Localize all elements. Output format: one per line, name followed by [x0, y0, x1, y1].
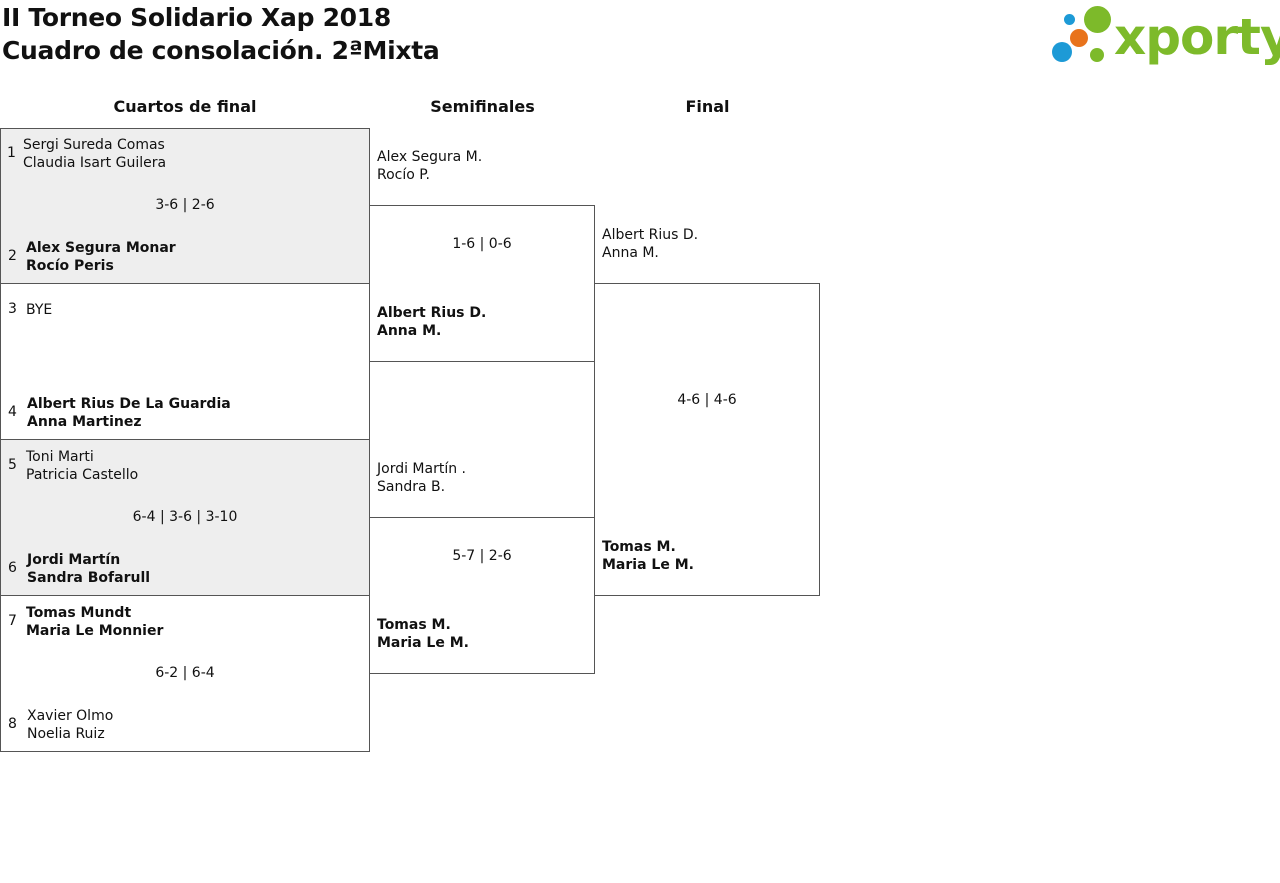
- logo-dot-green: [1084, 6, 1111, 33]
- seed-number: 8: [8, 716, 17, 732]
- seed-number: 1: [7, 145, 16, 161]
- logo-dot-blue-small: [1064, 14, 1075, 25]
- player-name: Tomas M.: [602, 539, 676, 555]
- player-name: Maria Le Monnier: [26, 623, 164, 639]
- player-name: Noelia Ruiz: [27, 726, 105, 742]
- logo-wordmark: xporty: [1114, 8, 1280, 66]
- player-name: Maria Le M.: [602, 557, 694, 573]
- seed-number: 7: [8, 613, 17, 629]
- team-entry: Sergi Sureda Comas Claudia Isart Guilera: [23, 136, 166, 172]
- match-score: 6-2 | 6-4: [155, 665, 215, 681]
- player-name: Rocío Peris: [26, 258, 114, 274]
- match-score: 4-6 | 4-6: [677, 392, 737, 408]
- seed-number: 2: [8, 248, 17, 264]
- player-name: Rocío P.: [377, 167, 430, 183]
- match-score: 1-6 | 0-6: [452, 236, 512, 252]
- draw-subtitle: Cuadro de consolación. 2ªMixta: [2, 36, 440, 65]
- player-name: Albert Rius D.: [602, 227, 699, 243]
- team-entry: BYE: [26, 301, 52, 319]
- player-name: Tomas M.: [377, 617, 451, 633]
- round-header-final: Final: [685, 97, 730, 116]
- match-score: 3-6 | 2-6: [155, 197, 215, 213]
- player-name: Alex Segura Monar: [26, 240, 176, 256]
- player-name: Maria Le M.: [377, 635, 469, 651]
- logo-dot-orange: [1070, 29, 1088, 47]
- team-entry: Albert Rius D. Anna M.: [602, 226, 698, 262]
- match-box-final: [594, 283, 820, 596]
- player-name: Anna Martinez: [27, 414, 142, 430]
- player-name: Alex Segura M.: [377, 149, 483, 165]
- player-name: Sandra B.: [377, 479, 446, 495]
- team-entry-winner: Tomas M. Maria Le M.: [602, 538, 694, 574]
- team-entry: Xavier Olmo Noelia Ruiz: [27, 707, 113, 743]
- logo-dot-blue-large: [1052, 42, 1072, 62]
- player-name: Anna M.: [377, 323, 442, 339]
- player-name: Albert Rius De La Guardia: [27, 396, 231, 412]
- match-box-qf3: [0, 439, 370, 596]
- match-box-qf1: [0, 128, 370, 284]
- round-header-semifinals: Semifinales: [430, 97, 535, 116]
- team-entry-winner: Tomas M. Maria Le M.: [377, 616, 469, 652]
- tournament-title: II Torneo Solidario Xap 2018: [2, 3, 391, 32]
- logo-dot-green-small: [1090, 48, 1104, 62]
- player-name: Claudia Isart Guilera: [23, 155, 167, 171]
- seed-number: 4: [8, 404, 17, 420]
- match-score: 6-4 | 3-6 | 3-10: [132, 509, 238, 525]
- player-name: BYE: [26, 302, 53, 318]
- xporty-logo: xporty: [1050, 4, 1280, 68]
- player-name: Albert Rius D.: [377, 305, 487, 321]
- team-entry: Toni Marti Patricia Castello: [26, 448, 138, 484]
- seed-number: 6: [8, 560, 17, 576]
- team-entry-winner: Jordi Martín Sandra Bofarull: [27, 551, 150, 587]
- team-entry-winner: Tomas Mundt Maria Le Monnier: [26, 604, 163, 640]
- match-score: 5-7 | 2-6: [452, 548, 512, 564]
- player-name: Toni Marti: [26, 449, 94, 465]
- team-entry-winner: Albert Rius D. Anna M.: [377, 304, 486, 340]
- player-name: Sergi Sureda Comas: [23, 137, 165, 153]
- team-entry-winner: Albert Rius De La Guardia Anna Martinez: [27, 395, 231, 431]
- seed-number: 5: [8, 457, 17, 473]
- team-entry: Alex Segura M. Rocío P.: [377, 148, 482, 184]
- player-name: Tomas Mundt: [26, 605, 132, 621]
- player-name: Patricia Castello: [26, 467, 139, 483]
- player-name: Jordi Martín: [27, 552, 121, 568]
- round-header-quarterfinals: Cuartos de final: [113, 97, 257, 116]
- seed-number: 3: [8, 301, 17, 317]
- player-name: Anna M.: [602, 245, 659, 261]
- player-name: Xavier Olmo: [27, 708, 114, 724]
- team-entry: Jordi Martín . Sandra B.: [377, 460, 466, 496]
- team-entry-winner: Alex Segura Monar Rocío Peris: [26, 239, 176, 275]
- player-name: Jordi Martín .: [377, 461, 466, 477]
- player-name: Sandra Bofarull: [27, 570, 151, 586]
